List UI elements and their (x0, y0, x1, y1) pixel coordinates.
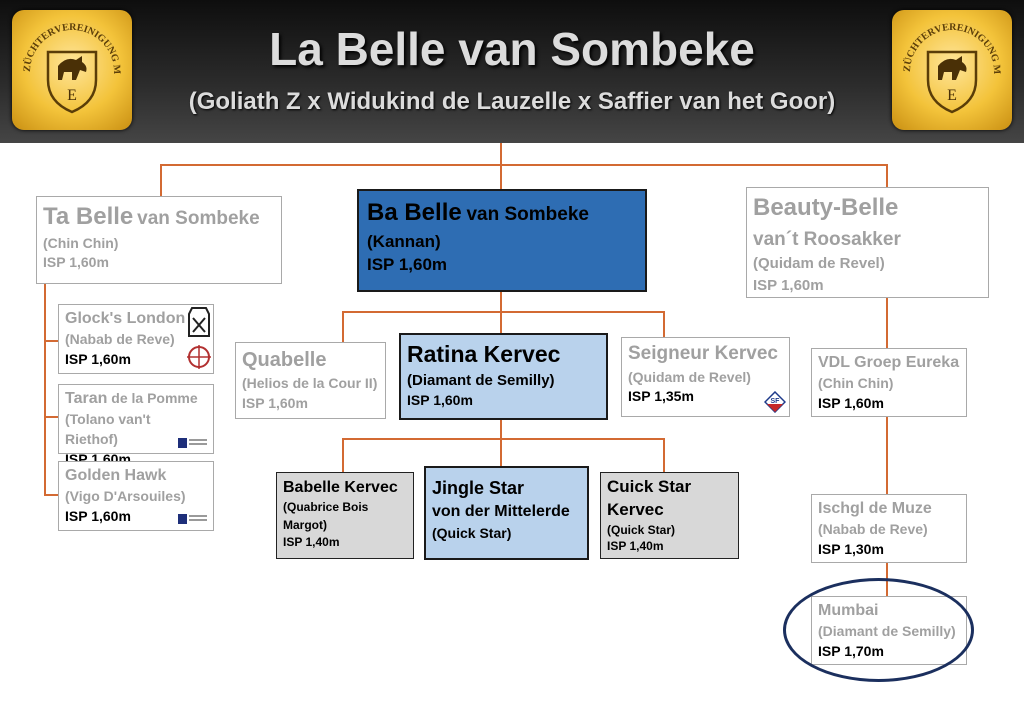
horse-emblem-icon: ZÜCHTERVEREINIGUNG MITTELERDE E (12, 10, 122, 114)
node-ischgl-de-muze: Ischgl de Muze (Nabab de Reve) ISP 1,30m (811, 494, 967, 563)
studbook-flag-icon (178, 514, 207, 524)
node-name-suffix: van´t Roosakker (753, 228, 901, 250)
page-subtitle: (Goliath Z x Widukind de Lauzelle x Saff… (188, 88, 836, 115)
node-name: Babelle Kervec (283, 479, 398, 496)
node-isp: ISP 1,30m (818, 540, 884, 557)
connector-line (44, 494, 60, 496)
connector-line (500, 143, 502, 165)
node-isp: ISP 1,40m (283, 534, 340, 549)
node-sire: (Quabrice Bois Margot) (283, 500, 369, 532)
connector-line (500, 419, 502, 467)
connector-line (663, 438, 665, 472)
node-ratina-kervec: Ratina Kervec (Diamant de Semilly) ISP 1… (399, 333, 608, 420)
node-isp: ISP 1,60m (407, 392, 473, 409)
node-sire: (Nabab de Reve) (818, 521, 928, 538)
node-sire: (Diamant de Semilly) (407, 372, 555, 390)
node-name-suffix: Kervec (607, 499, 664, 519)
node-name: Taran (65, 390, 108, 407)
connector-line (886, 417, 888, 494)
node-name-suffix: de la Pomme (111, 390, 198, 406)
node-sire: (Tolano van't Riethof) (65, 411, 151, 447)
node-ba-belle: Ba Belle van Sombeke (Kannan) ISP 1,60m (357, 189, 647, 292)
connector-line (886, 297, 888, 349)
node-name: Ba Belle (367, 199, 462, 226)
node-sire: (Quidam de Revel) (753, 255, 885, 273)
connector-line (886, 164, 888, 188)
connector-line (160, 164, 162, 196)
node-isp: ISP 1,60m (65, 507, 131, 524)
horse-emblem-icon: ZÜCHTERVEREINIGUNG MITTELERDE E (892, 10, 1002, 114)
logo-letter: E (947, 87, 957, 104)
crosshair-brand-icon (187, 345, 211, 369)
node-isp: ISP 1,35m (628, 388, 694, 405)
connector-line (160, 164, 887, 166)
node-sire: (Helios de la Cour II) (242, 375, 378, 391)
node-isp: ISP 1,60m (753, 277, 824, 295)
connector-line (500, 164, 502, 189)
node-sire: (Quick Star) (432, 524, 512, 541)
studbook-logo-right: ZÜCHTERVEREINIGUNG MITTELERDE E (892, 10, 1012, 130)
node-sire: (Vigo D'Arsouiles) (65, 488, 186, 505)
connector-line (342, 438, 664, 440)
node-babelle-kervec: Babelle Kervec (Quabrice Bois Margot) IS… (276, 472, 414, 559)
node-sire: (Kannan) (367, 231, 441, 251)
studbook-logo-left: ZÜCHTERVEREINIGUNG MITTELERDE E (12, 10, 132, 130)
node-isp: ISP 1,60m (65, 350, 131, 367)
node-cuick-star-kervec: Cuick Star Kervec (Quick Star) ISP 1,40m (600, 472, 739, 559)
lantern-brand-icon (188, 307, 210, 337)
node-isp: ISP 1,60m (818, 394, 884, 411)
node-sire: (Quidam de Revel) (628, 368, 751, 385)
node-name-suffix: van Sombeke (466, 204, 589, 225)
connector-line (44, 340, 60, 342)
node-seigneur-kervec: Seigneur Kervec (Quidam de Revel) ISP 1,… (621, 337, 790, 417)
highlight-circle (783, 578, 974, 682)
logo-letter: E (67, 87, 77, 104)
connector-line (342, 438, 344, 472)
connector-line (342, 311, 344, 343)
node-name: Quabelle (242, 349, 327, 371)
connector-line (44, 284, 46, 496)
node-name: VDL Groep Eureka (818, 354, 960, 371)
node-name: Beauty-Belle (753, 194, 899, 221)
node-name: Golden Hawk (65, 467, 167, 484)
node-name-suffix: von der Mittelerde (432, 503, 570, 521)
page-title: La Belle van Sombeke (269, 23, 755, 75)
node-sire: (Chin Chin) (818, 375, 894, 392)
node-sire: (Chin Chin) (43, 234, 119, 251)
node-isp: ISP 1,60m (242, 394, 308, 411)
node-name: Cuick Star (607, 477, 692, 496)
node-golden-hawk: Golden Hawk (Vigo D'Arsouiles) ISP 1,60m (58, 461, 214, 531)
node-vdl-groep-eureka: VDL Groep Eureka (Chin Chin) ISP 1,60m (811, 348, 967, 417)
node-name: Ischgl de Muze (818, 500, 932, 517)
node-jingle-star: Jingle Star von der Mittelerde (Quick St… (424, 466, 589, 560)
node-beauty-belle: Beauty-Belle van´t Roosakker (Quidam de … (746, 187, 989, 298)
header-banner: La Belle van Sombeke (Goliath Z x Widuki… (0, 0, 1024, 143)
node-name-suffix: van Sombeke (137, 208, 260, 229)
connector-line (663, 311, 665, 337)
node-name: Glock's London (65, 310, 186, 327)
node-isp: ISP 1,60m (367, 255, 448, 275)
node-name: Ta Belle (43, 203, 134, 230)
node-name: Ratina Kervec (407, 341, 561, 367)
svg-text:SF: SF (771, 398, 781, 405)
studbook-flag-icon (178, 438, 207, 448)
node-ta-belle: Ta Belle van Sombeke (Chin Chin) ISP 1,6… (36, 196, 282, 284)
node-sire: (Nabab de Reve) (65, 331, 175, 348)
node-isp: ISP 1,60m (43, 254, 109, 271)
node-isp: ISP 1,40m (607, 539, 664, 554)
sf-brand-icon: SF (764, 391, 786, 413)
connector-line (342, 311, 664, 313)
node-name: Jingle Star (432, 478, 525, 498)
node-sire: (Quick Star) (607, 522, 676, 537)
connector-line (44, 416, 60, 418)
node-quabelle: Quabelle (Helios de la Cour II) ISP 1,60… (235, 342, 386, 419)
node-name: Seigneur Kervec (628, 343, 778, 364)
